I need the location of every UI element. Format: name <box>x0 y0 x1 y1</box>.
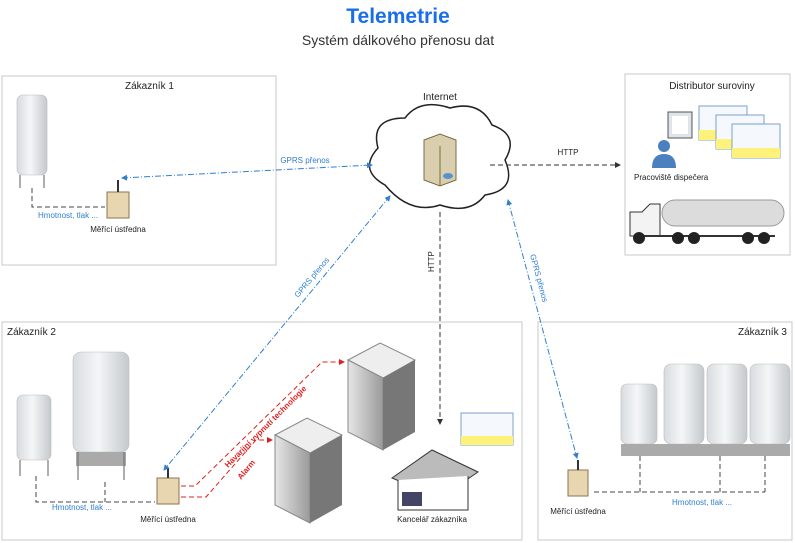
http-label-distributor: HTTP <box>558 148 579 157</box>
gprs-label-1: GPRS přenos <box>280 156 329 165</box>
dispatcher-label: Pracoviště dispečera <box>634 173 709 182</box>
monitor-icon <box>667 111 693 139</box>
gprs-link-customer2 <box>163 195 391 471</box>
customer2-title: Zákazník 2 <box>7 327 56 338</box>
tank-icon <box>16 394 52 476</box>
building-icon <box>346 342 417 451</box>
gprs-label-2: GPRS přenos <box>293 256 332 300</box>
customer2-measurement: Hmotnost, tlak ... <box>52 503 112 512</box>
customer2-panel: Zákazník 2 Hmotnost, tlak ... Měřící úst… <box>1 321 523 541</box>
customer3-title: Zákazník 3 <box>738 327 787 338</box>
large-tank-icon <box>72 351 130 480</box>
page-title: Telemetrie <box>346 5 450 28</box>
tanker-truck-icon <box>629 199 785 244</box>
tank-group-icon <box>620 363 791 456</box>
customer3-station-label: Měřící ústředna <box>550 507 606 516</box>
measuring-station-icon <box>156 468 180 505</box>
dispatcher-user-icon <box>652 140 676 168</box>
customer1-station-label: Měřící ústředna <box>90 225 146 234</box>
customer1-measurement: Hmotnost, tlak ... <box>38 211 98 220</box>
office-house-icon <box>390 449 479 511</box>
measuring-station-icon <box>567 460 589 497</box>
distributor-panel: Distributor suroviny Pracoviště dispečer… <box>624 73 791 256</box>
screenshot-window-icon <box>460 412 514 446</box>
gprs-link-customer1 <box>121 162 373 181</box>
customer1-panel: Zákazník 1 Hmotnost, tlak ... Měřící úst… <box>1 75 277 266</box>
internet-cloud: Internet <box>368 92 511 210</box>
gprs-link-customer3 <box>506 199 579 459</box>
internet-label: Internet <box>423 92 457 103</box>
page-subtitle: Systém dálkového přenosu dat <box>302 32 494 48</box>
screenshot-windows-icon <box>698 105 781 159</box>
customer3-panel: Zákazník 3 Hmotnost, tlak ... Měřící úst… <box>537 321 793 541</box>
gprs-label-3: GPRS přenos <box>528 253 549 303</box>
office-label: Kancelář zákazníka <box>397 515 467 524</box>
server-icon <box>423 133 457 187</box>
customer2-station-label: Měřící ústředna <box>140 515 196 524</box>
tank-icon <box>16 94 48 188</box>
customer3-measurement: Hmotnost, tlak ... <box>672 498 732 507</box>
building-icon <box>273 417 344 524</box>
customer1-title: Zákazník 1 <box>125 81 174 92</box>
measuring-station-icon <box>106 180 130 219</box>
distributor-title: Distributor suroviny <box>669 81 755 92</box>
http-label-office: HTTP <box>427 251 436 272</box>
